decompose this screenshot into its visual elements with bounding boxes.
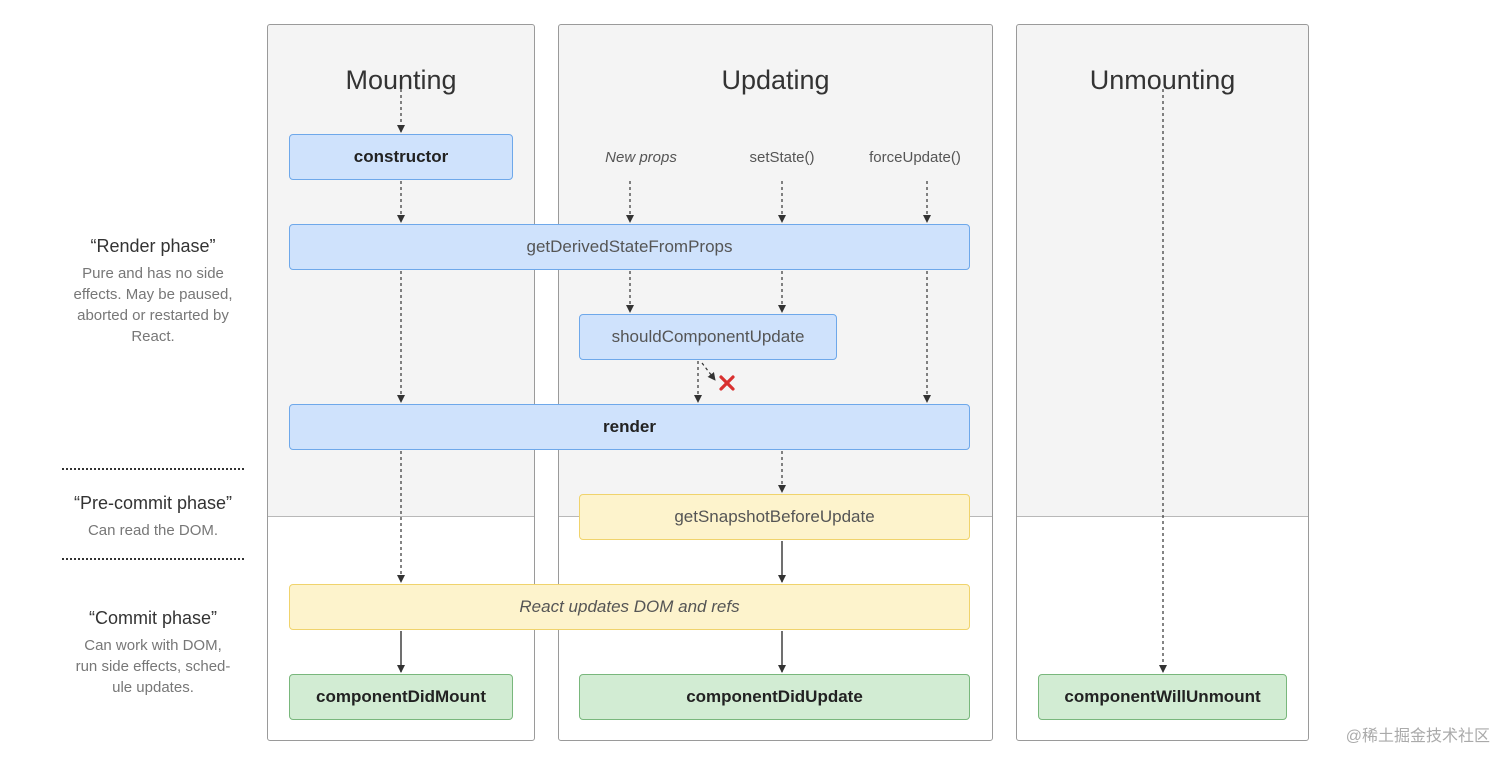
should-component-update-box: shouldComponentUpdate bbox=[579, 314, 837, 360]
pre-commit-phase-line-1: Can read the DOM. bbox=[87, 522, 219, 539]
commit-phase-label: “Commit phase” Can work with DOM, run si… bbox=[58, 608, 248, 698]
render-phase-title: “Render phase” bbox=[90, 236, 216, 256]
commit-phase-description: Can work with DOM, run side effects, sch… bbox=[58, 635, 248, 698]
cancel-x-icon bbox=[719, 375, 735, 391]
get-snapshot-before-update-box: getSnapshotBeforeUpdate bbox=[579, 494, 970, 540]
arrow-scu-cancel bbox=[701, 362, 716, 381]
phase-separator-2 bbox=[62, 558, 244, 560]
render-phase-description: Pure and has no side effects. May be pau… bbox=[58, 263, 248, 347]
new-props-trigger: New props bbox=[605, 149, 677, 166]
updating-title: Updating bbox=[721, 65, 830, 95]
commit-phase-title: “Commit phase” bbox=[88, 608, 218, 628]
commit-phase-line-2: run side effects, sched- bbox=[75, 658, 231, 675]
force-update-trigger: forceUpdate() bbox=[869, 149, 961, 166]
render-phase-line-4: React. bbox=[131, 328, 175, 345]
commit-phase-line-3: ule updates. bbox=[112, 679, 194, 696]
phase-separator-1 bbox=[62, 468, 244, 470]
render-phase-label: “Render phase” Pure and has no side effe… bbox=[58, 236, 248, 347]
commit-divider bbox=[268, 516, 534, 517]
component-did-mount-box: componentDidMount bbox=[289, 674, 513, 720]
get-derived-state-from-props-box: getDerivedStateFromProps bbox=[289, 224, 970, 270]
react-updates-dom-box: React updates DOM and refs bbox=[289, 584, 970, 630]
component-will-unmount-box: componentWillUnmount bbox=[1038, 674, 1287, 720]
render-box: render bbox=[289, 404, 970, 450]
render-phase-line-2: effects. May be paused, bbox=[73, 286, 233, 303]
watermark: @稀土掘金技术社区 bbox=[1345, 728, 1490, 745]
render-phase-line-1: Pure and has no side bbox=[82, 265, 224, 282]
pre-commit-phase-label: “Pre-commit phase” Can read the DOM. bbox=[58, 493, 248, 541]
pre-commit-phase-title: “Pre-commit phase” bbox=[73, 493, 233, 513]
constructor-box: constructor bbox=[289, 134, 513, 180]
pre-commit-phase-description: Can read the DOM. bbox=[58, 520, 248, 541]
render-phase-line-3: aborted or restarted by bbox=[77, 307, 229, 324]
component-did-update-box: componentDidUpdate bbox=[579, 674, 970, 720]
set-state-trigger: setState() bbox=[749, 149, 815, 166]
commit-phase-line-1: Can work with DOM, bbox=[84, 637, 222, 654]
